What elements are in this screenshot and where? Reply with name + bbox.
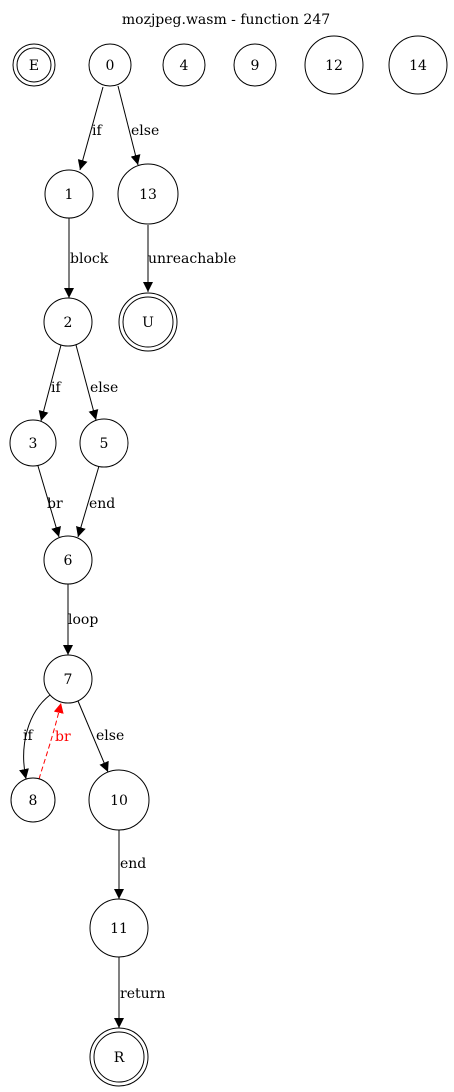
node-circle — [44, 169, 94, 219]
node-U: U — [118, 292, 178, 352]
edge-line — [37, 465, 61, 538]
node-circle — [88, 769, 150, 831]
node-label: 3 — [29, 436, 38, 452]
edge-line — [76, 465, 100, 538]
edge-7-to-10: else — [77, 700, 124, 773]
node-circle — [162, 43, 206, 87]
node-label: 5 — [100, 436, 109, 452]
node-11: 11 — [89, 898, 149, 958]
node-label: 9 — [251, 58, 260, 74]
edge-8-to-7: br — [38, 702, 71, 780]
node-circle — [43, 535, 93, 585]
node-3: 3 — [9, 419, 57, 467]
edge-7-to-8: if — [19, 694, 51, 780]
node-circle — [233, 43, 277, 87]
node-label: 1 — [65, 187, 74, 203]
edge-label: return — [120, 986, 165, 1002]
edge-line — [75, 344, 99, 421]
edge-5-to-6: end — [76, 465, 115, 538]
edge-0-to-1: if — [77, 86, 104, 171]
edge-2-to-3: if — [38, 344, 62, 422]
node-E: E — [12, 43, 56, 87]
node-14: 14 — [388, 35, 448, 95]
edge-label: if — [23, 728, 34, 744]
edge-label: block — [70, 251, 109, 267]
edge-line — [38, 344, 62, 422]
node-circle — [9, 419, 57, 467]
node-5: 5 — [79, 418, 129, 468]
edge-label: end — [89, 496, 115, 512]
node-circle — [10, 777, 56, 823]
node-label: 7 — [64, 672, 73, 688]
edge-label: if — [51, 380, 62, 396]
node-circle — [43, 297, 93, 347]
edge-label: loop — [68, 612, 98, 628]
edge-line — [117, 85, 141, 166]
nodes-layer: E 0 4 9 12 14 1 13 2 U 3 5 6 7 8 10 11R — [9, 35, 448, 1087]
node-inner-circle — [122, 296, 174, 348]
node-R: R — [89, 1027, 149, 1087]
node-circle — [304, 35, 364, 95]
edge-1-to-2: block — [64, 218, 109, 298]
node-label: U — [142, 315, 154, 331]
edge-label: br — [47, 496, 63, 512]
node-circle — [89, 898, 149, 958]
node-label: 12 — [325, 58, 343, 74]
node-label: 6 — [64, 553, 73, 569]
edge-label: unreachable — [148, 251, 236, 267]
edge-0-to-13: else — [117, 85, 159, 166]
edge-3-to-6: br — [37, 465, 63, 538]
node-circle — [117, 163, 179, 225]
edges-layer: if else block unreachable if else br end loop if b… — [19, 85, 236, 1028]
edge-label: else — [90, 380, 118, 396]
edge-line — [77, 700, 109, 773]
node-10: 10 — [88, 769, 150, 831]
node-label: E — [29, 58, 39, 74]
node-1: 1 — [44, 169, 94, 219]
node-label: 2 — [64, 315, 73, 331]
node-12: 12 — [304, 35, 364, 95]
node-label: 11 — [110, 921, 128, 937]
node-6: 6 — [43, 535, 93, 585]
node-label: R — [114, 1050, 125, 1066]
graph-title: mozjpeg.wasm - function 247 — [122, 12, 330, 28]
node-label: 10 — [110, 793, 128, 809]
edge-label: else — [96, 728, 124, 744]
node-label: 14 — [409, 58, 427, 74]
node-2: 2 — [43, 297, 93, 347]
node-8: 8 — [10, 777, 56, 823]
node-7: 7 — [43, 654, 93, 704]
node-label: 8 — [29, 793, 38, 809]
edge-label: end — [120, 856, 146, 872]
node-circle — [79, 418, 129, 468]
node-label: 0 — [106, 58, 115, 74]
edge-2-to-5: else — [75, 344, 118, 421]
node-circle — [388, 35, 448, 95]
node-inner-circle — [16, 47, 52, 83]
edge-label: else — [131, 123, 159, 139]
edge-line — [77, 86, 104, 171]
edge-11-to-R: return — [114, 957, 165, 1028]
node-inner-circle — [93, 1031, 145, 1083]
node-0: 0 — [88, 43, 132, 87]
edge-line — [19, 694, 51, 780]
edge-label: br — [55, 729, 71, 745]
edge-10-to-11: end — [114, 830, 146, 899]
node-circle — [88, 43, 132, 87]
node-4: 4 — [162, 43, 206, 87]
edge-label: if — [92, 123, 103, 139]
edge-13-to-U: unreachable — [143, 225, 236, 292]
edge-6-to-7: loop — [63, 584, 98, 655]
node-label: 13 — [139, 187, 157, 203]
node-circle — [43, 654, 93, 704]
node-label: 4 — [180, 58, 189, 74]
node-13: 13 — [117, 163, 179, 225]
node-9: 9 — [233, 43, 277, 87]
